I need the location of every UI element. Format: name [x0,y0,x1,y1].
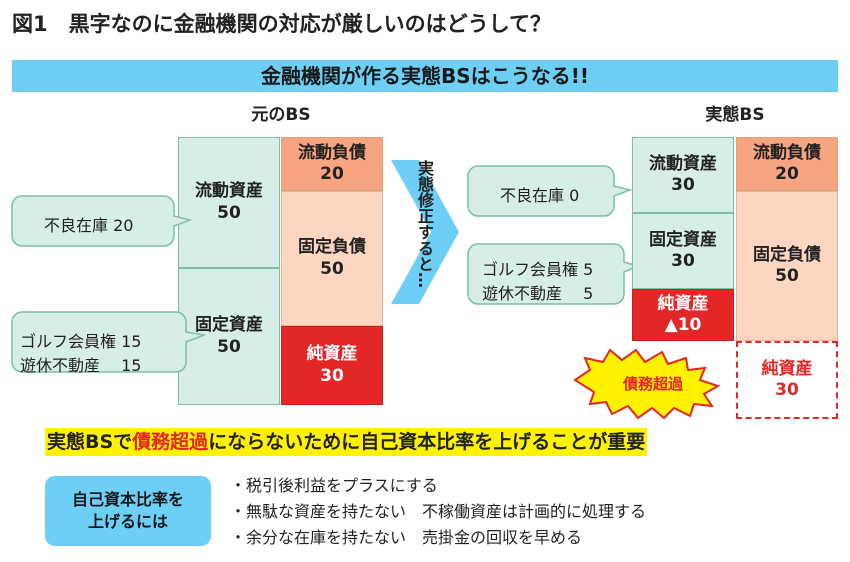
actual-current-assets: 流動資産 30 [632,137,734,213]
original-current-assets-value: 50 [217,202,241,223]
headline-part1: 実態BSで [47,431,133,453]
bullet-item: ・無駄な資産を持たない 不稼働資産は計画的に処理する [230,502,647,521]
actual-fixed-assets: 固定資産 30 [632,213,734,289]
banner: 金融機関が作る実態BSはこうなる!! [12,60,838,92]
actual-current-assets-value: 30 [671,175,695,195]
method-box: 自己資本比率を 上げるには [45,476,211,546]
figure-title: 図1 黒字なのに金融機関の対応が厳しいのはどうして？ [12,12,551,36]
original-net-assets-value: 30 [320,365,344,386]
original-fixed-assets-value: 50 [217,336,241,357]
burst-icon [573,348,721,420]
original-net-assets: 純資産 30 [281,326,383,405]
actual-fixed-liabilities-value: 50 [775,266,799,286]
actual-golf-membership: ゴルフ会員権 5 [482,260,594,279]
actual-fixed-liabilities-label: 固定負債 [753,244,821,265]
bullet-item: ・税引後利益をプラスにする [230,476,438,495]
actual-current-assets-label: 流動資産 [649,153,717,174]
arrow-label: 実態修正すると… [415,160,434,288]
original-current-assets: 流動資産 50 [178,137,280,268]
original-current-liabilities: 流動負債 20 [281,137,383,191]
original-inventory-callout-shape [11,195,193,247]
headline-part2: にならないために自己資本比率を上げることが重要 [208,431,646,453]
arrow-right-icon [391,160,459,304]
original-current-liabilities-label: 流動負債 [298,142,366,163]
original-current-liabilities-value: 20 [320,164,344,184]
actual-fixed-assets-value: 30 [671,251,695,271]
headline: 実態BSで債務超過にならないために自己資本比率を上げることが重要 [45,428,648,456]
original-idle-real-estate: 遊休不動産 15 [20,356,142,375]
actual-current-liabilities-value: 20 [775,164,799,184]
actual-fixed-callout-shape [467,243,641,305]
actual-net-assets-original: 純資産 30 [736,341,838,419]
actual-inventory-callout: 不良在庫 0 [500,186,580,205]
bullet-item: ・余分な在庫を持たない 売掛金の回収を早める [230,528,583,547]
original-golf-membership: ゴルフ会員権 15 [20,332,142,351]
actual-current-liabilities-label: 流動負債 [753,142,821,163]
actual-net-assets-original-value: 30 [775,380,799,400]
original-inventory-callout: 不良在庫 20 [44,216,134,235]
actual-net-assets-negative-value: ▲10 [664,315,702,335]
actual-inventory-callout-shape [467,165,633,217]
original-fixed-callout-shape [11,311,207,373]
original-fixed-liabilities-value: 50 [320,258,344,279]
actual-net-assets-negative: 純資産 ▲10 [632,289,734,341]
insolvency-label: 債務超過 [622,375,683,393]
method-box-line2: 上げるには [87,512,168,531]
actual-net-assets-negative-label: 純資産 [657,293,709,314]
actual-bs-title: 実態BS [705,105,765,125]
actual-net-assets-original-label: 純資産 [761,358,813,379]
original-net-assets-label: 純資産 [306,344,358,365]
original-fixed-liabilities: 固定負債 50 [281,191,383,326]
original-fixed-assets-label: 固定資産 [195,315,263,336]
original-fixed-liabilities-label: 固定負債 [298,237,366,258]
actual-idle-real-estate: 遊休不動産 5 [482,284,594,303]
actual-fixed-liabilities: 固定負債 50 [736,191,838,341]
original-bs-title: 元のBS [251,105,311,125]
original-current-assets-label: 流動資産 [195,181,263,202]
method-box-line1: 自己資本比率を [71,489,184,509]
headline-highlight: 債務超過 [132,431,209,453]
actual-current-liabilities: 流動負債 20 [736,137,838,191]
actual-fixed-assets-label: 固定資産 [649,229,717,250]
